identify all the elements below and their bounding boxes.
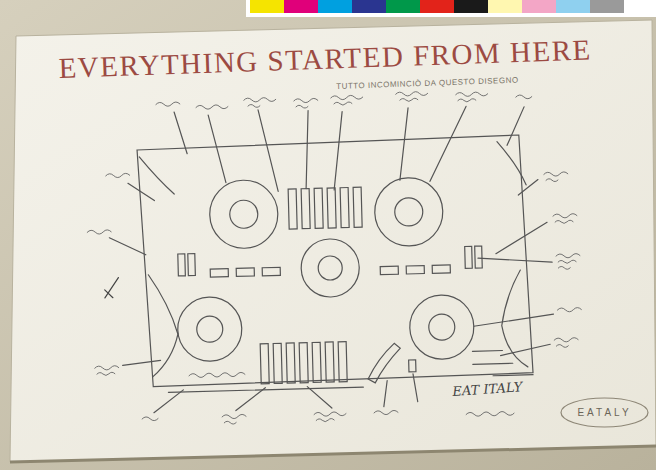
- logo-badge: EATALY: [560, 397, 649, 428]
- color-strip: [246, 0, 656, 17]
- floor-plan-sketch: [84, 88, 584, 428]
- logo-text: EATALY: [577, 407, 631, 418]
- poster-sheet: [10, 20, 656, 462]
